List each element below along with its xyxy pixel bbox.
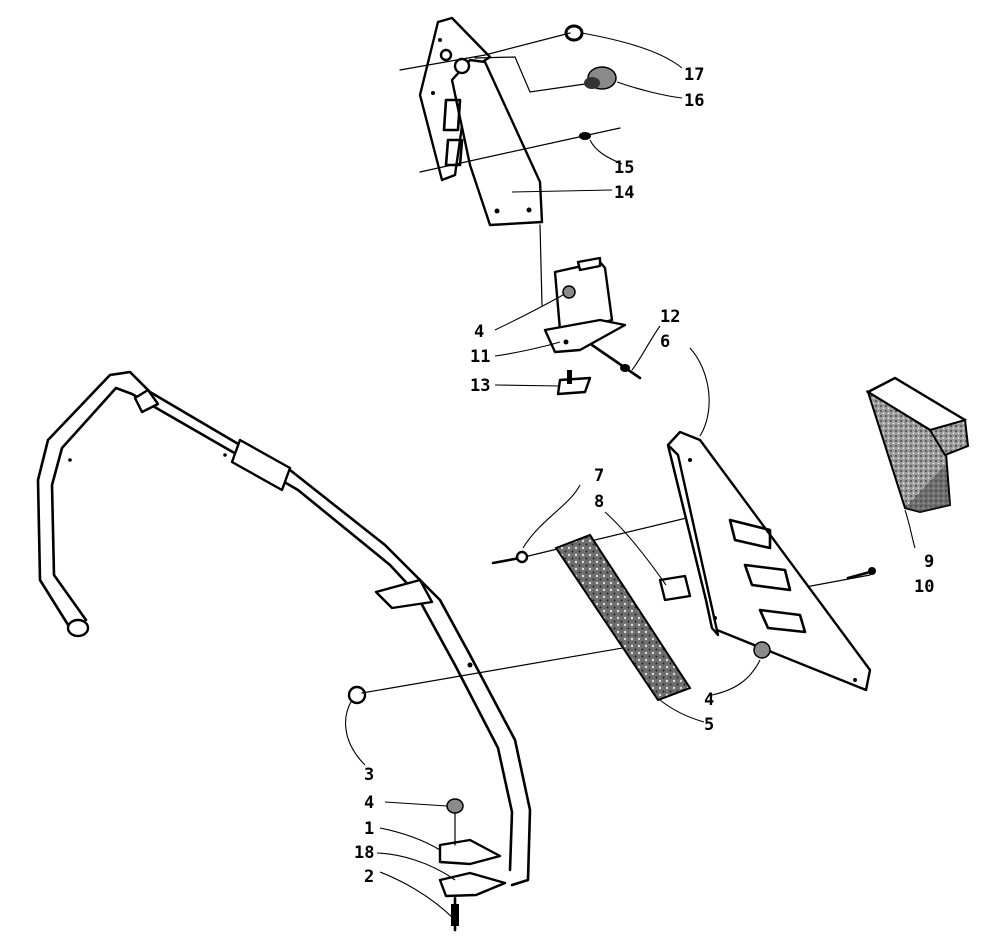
upper-bolt-lines (399, 32, 621, 306)
callout-13: 13 (470, 376, 490, 396)
callout-4-bracket: 4 (474, 322, 484, 342)
upper-mounting-plate (418, 16, 544, 227)
callout-labels: 17 16 15 14 4 11 13 12 6 7 8 9 10 4 5 3 … (354, 65, 934, 887)
bolt-part-13 (556, 370, 592, 396)
callout-10: 10 (914, 577, 934, 597)
mesh-screen (554, 533, 692, 702)
callout-2: 2 (364, 867, 374, 887)
lower-mount-bracket (438, 809, 507, 932)
callout-11: 11 (470, 347, 490, 367)
callout-17: 17 (684, 65, 704, 85)
callout-12: 12 (660, 307, 680, 327)
nut-part-4-lower (446, 798, 464, 814)
screw-part-15 (579, 132, 591, 140)
clip-part-8 (658, 574, 692, 602)
screw-part-12 (590, 343, 642, 380)
bushing-part-16 (584, 66, 617, 90)
nut-part-4-panel (753, 641, 771, 659)
callout-18: 18 (354, 843, 374, 863)
callout-3: 3 (364, 765, 374, 785)
callout-15: 15 (614, 158, 634, 178)
callout-1: 1 (364, 819, 374, 839)
plate-bracket (543, 256, 627, 354)
screw-part-10 (846, 567, 876, 580)
callout-4-lower: 4 (364, 793, 374, 813)
callout-7: 7 (594, 466, 604, 486)
callout-4-panel: 4 (704, 690, 714, 710)
leader-lines (345, 32, 916, 921)
callout-5: 5 (704, 715, 714, 735)
side-panel (666, 430, 872, 692)
callout-14: 14 (614, 183, 634, 203)
callout-16: 16 (684, 91, 704, 111)
screw-part-7 (491, 550, 529, 565)
callout-8: 8 (594, 492, 604, 512)
handle-bar (36, 370, 532, 887)
callout-9: 9 (924, 552, 934, 572)
foam-bumper (865, 376, 970, 514)
handle-axis-line (361, 644, 641, 694)
nut-part-3 (347, 685, 367, 705)
callout-6: 6 (660, 332, 670, 352)
